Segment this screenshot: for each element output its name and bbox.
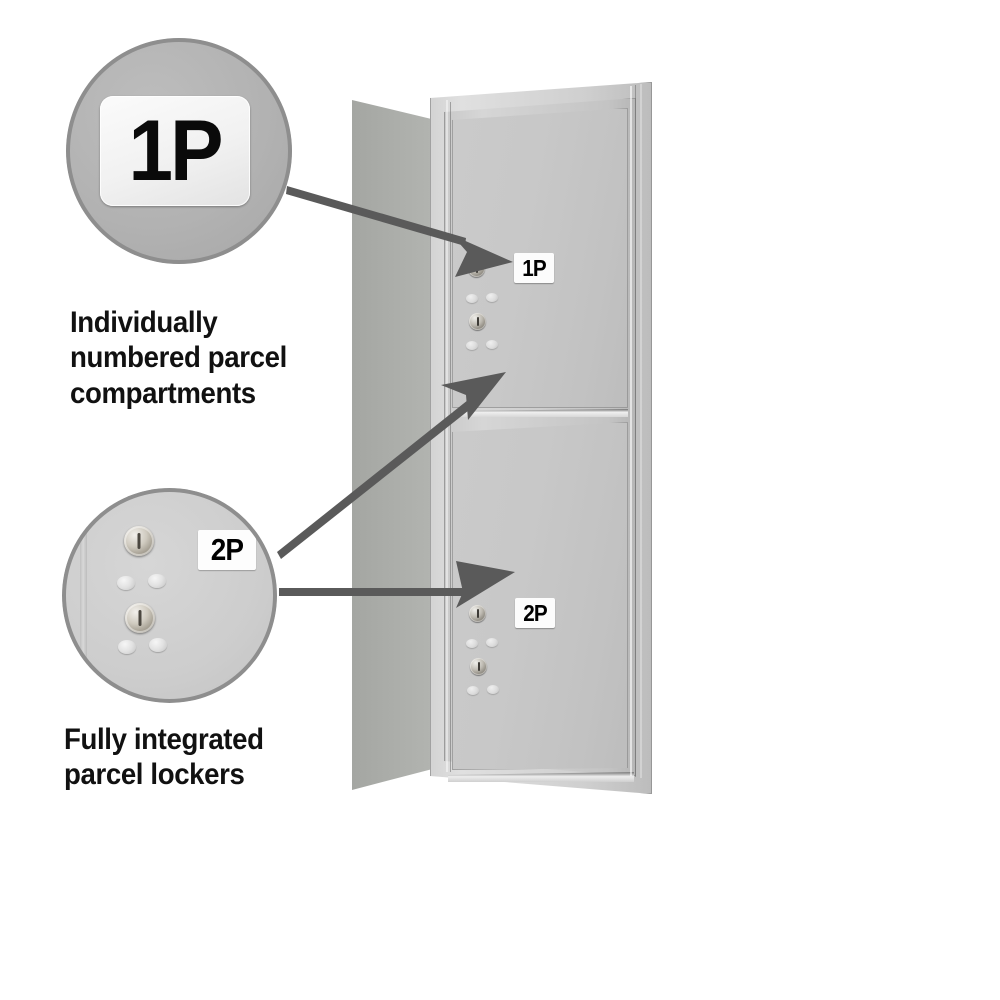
upper-door-number-text: 1P <box>522 254 546 281</box>
magnified-rivet-4 <box>149 638 167 652</box>
cabinet-bottom-lip <box>448 772 634 782</box>
upper-door-lock-top[interactable] <box>468 260 485 277</box>
upper-door-rivet-2 <box>486 293 498 302</box>
magnified-number-plate-1p: 1P <box>100 96 250 206</box>
upper-door-rivet-4 <box>486 340 498 349</box>
magnified-lock-top <box>124 526 154 556</box>
upper-door-lock-bottom[interactable] <box>469 313 486 330</box>
magnified-number-text-2p: 2P <box>210 532 244 567</box>
callout-circle-rim <box>62 488 277 703</box>
upper-door-rivet-1 <box>466 294 478 303</box>
magnified-lock-bottom <box>125 603 155 633</box>
left-trim-shadow <box>450 102 451 772</box>
callout-circle-parcel-lockers: 2P <box>62 488 277 703</box>
lower-door-rivet-1 <box>466 639 478 648</box>
lower-door-number-text: 2P <box>523 599 547 626</box>
magnified-number-text-1p: 1P <box>128 103 224 199</box>
caption-numbered-compartments: Individually numbered parcel compartment… <box>70 306 287 410</box>
right-trim-highlight-2 <box>640 84 642 778</box>
upper-door-rivet-3 <box>466 341 478 350</box>
callout-circle-numbered-compartments: 1P <box>66 38 292 264</box>
caption-parcel-lockers: Fully integrated parcel lockers <box>64 723 264 792</box>
parcel-locker-cabinet: 1P 2P <box>352 82 652 812</box>
lower-door-lock-top[interactable] <box>469 605 486 622</box>
lower-door-rivet-4 <box>487 685 499 694</box>
door-seam-divider <box>452 409 628 417</box>
lower-parcel-door[interactable] <box>452 422 628 770</box>
magnified-rivet-3 <box>118 640 136 654</box>
left-trim-highlight <box>446 100 448 772</box>
lower-door-number-plate: 2P <box>515 598 555 628</box>
magnified-number-plate-2p: 2P <box>198 530 256 570</box>
lower-door-rivet-3 <box>467 686 479 695</box>
right-trim-shadow <box>635 85 636 777</box>
magnified-rivet-2 <box>148 574 166 588</box>
lower-door-rivet-2 <box>486 638 498 647</box>
upper-door-number-plate: 1P <box>514 253 554 283</box>
right-trim-highlight <box>630 86 632 776</box>
magnified-rivet-1 <box>117 576 135 590</box>
lower-door-lock-bottom[interactable] <box>470 658 487 675</box>
magnified-door-jamb <box>80 488 87 703</box>
